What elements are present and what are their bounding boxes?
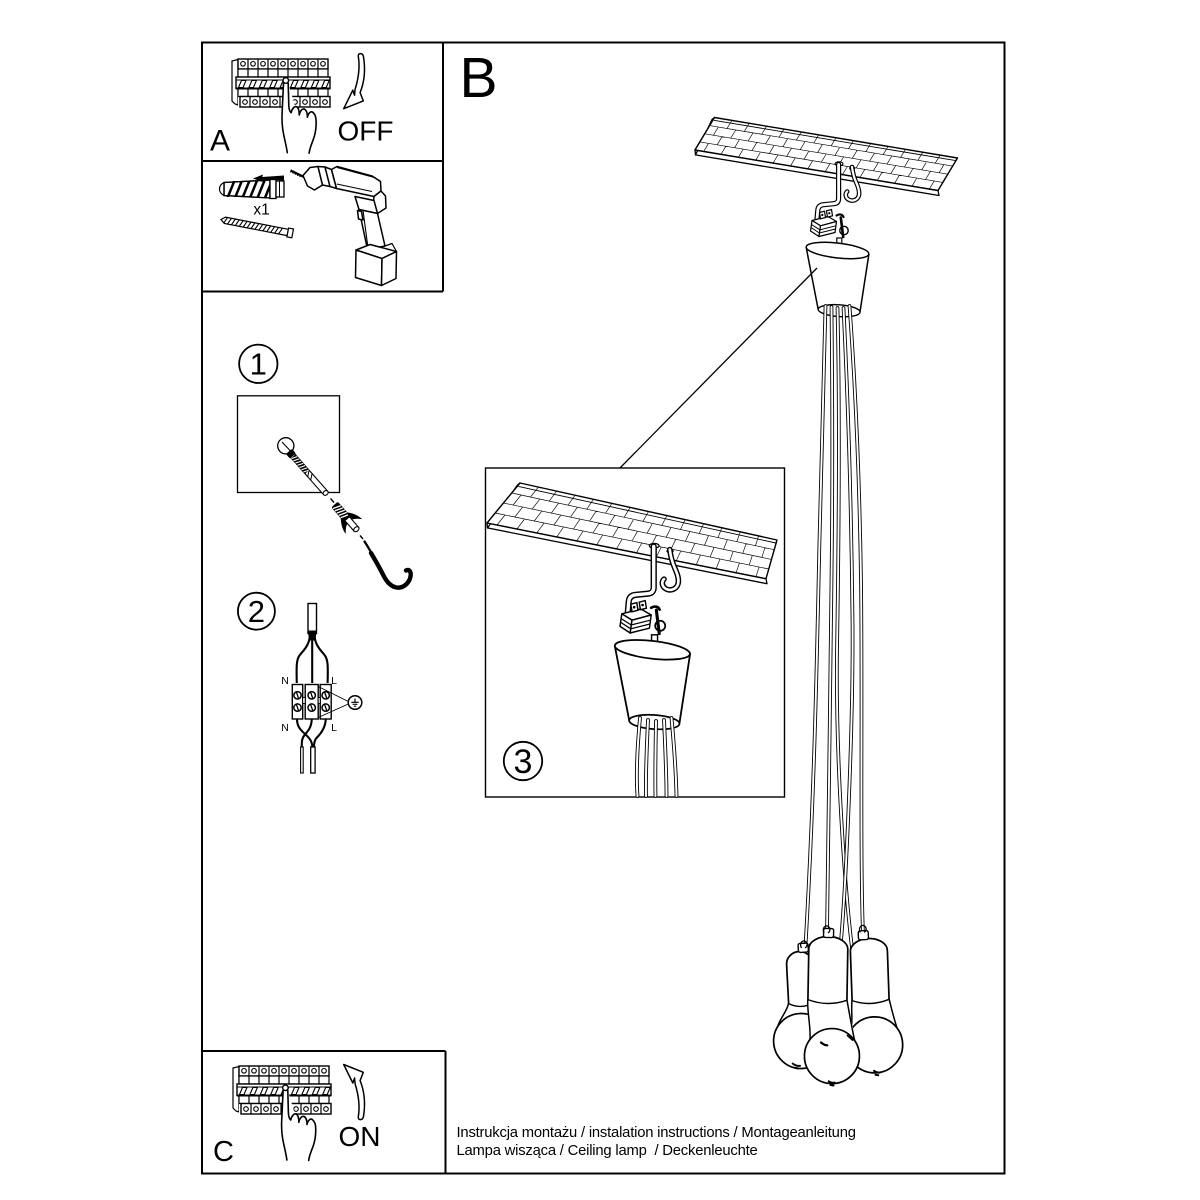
svg-text:3: 3: [514, 743, 533, 781]
svg-text:C: C: [213, 1136, 234, 1168]
svg-text:N: N: [281, 722, 289, 734]
svg-text:OFF: OFF: [338, 116, 394, 147]
svg-text:x1: x1: [253, 202, 269, 219]
svg-text:2: 2: [248, 594, 265, 629]
svg-text:L: L: [331, 675, 337, 687]
svg-text:Lampa wisząca / Ceiling lamp: Lampa wisząca / Ceiling lamp / Deckenleu…: [457, 1143, 758, 1159]
svg-text:1: 1: [250, 347, 267, 382]
svg-text:A: A: [210, 125, 230, 158]
svg-text:L: L: [331, 722, 337, 734]
svg-text:N: N: [281, 675, 289, 687]
svg-text:B: B: [460, 46, 498, 110]
svg-text:ON: ON: [339, 1121, 381, 1152]
svg-text:Instrukcja montażu / instalati: Instrukcja montażu / instalation instruc…: [457, 1125, 856, 1141]
